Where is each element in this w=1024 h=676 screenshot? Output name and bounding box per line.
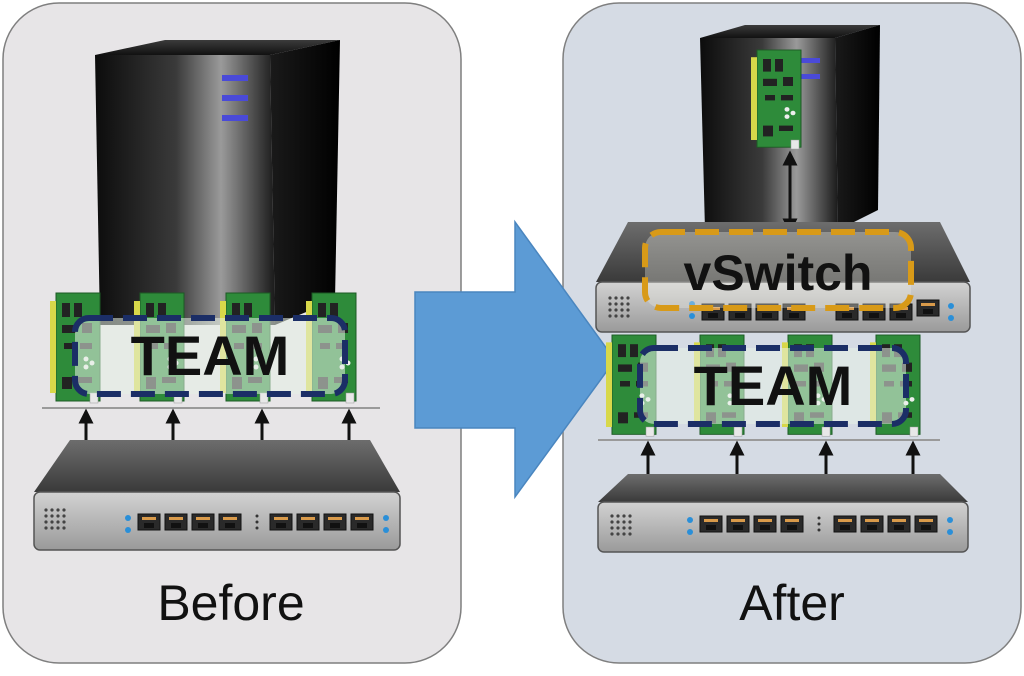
team-box-before: TEAM (72, 315, 348, 397)
network-switch-icon (33, 440, 401, 551)
caption-after: After (739, 575, 845, 631)
caption-before: Before (157, 575, 304, 631)
server-tower-icon (95, 40, 340, 325)
team-label-before: TEAM (131, 324, 290, 387)
virtual-nic-icon (750, 49, 802, 150)
vswitch-label: vSwitch (684, 245, 873, 301)
team-label-after: TEAM (694, 354, 853, 417)
team-box-after: TEAM (637, 345, 909, 427)
vswitch-icon (595, 222, 971, 333)
network-switch-icon-after (597, 474, 969, 553)
vswitch-box: vSwitch (642, 229, 914, 311)
right-arrow-icon (414, 219, 616, 500)
